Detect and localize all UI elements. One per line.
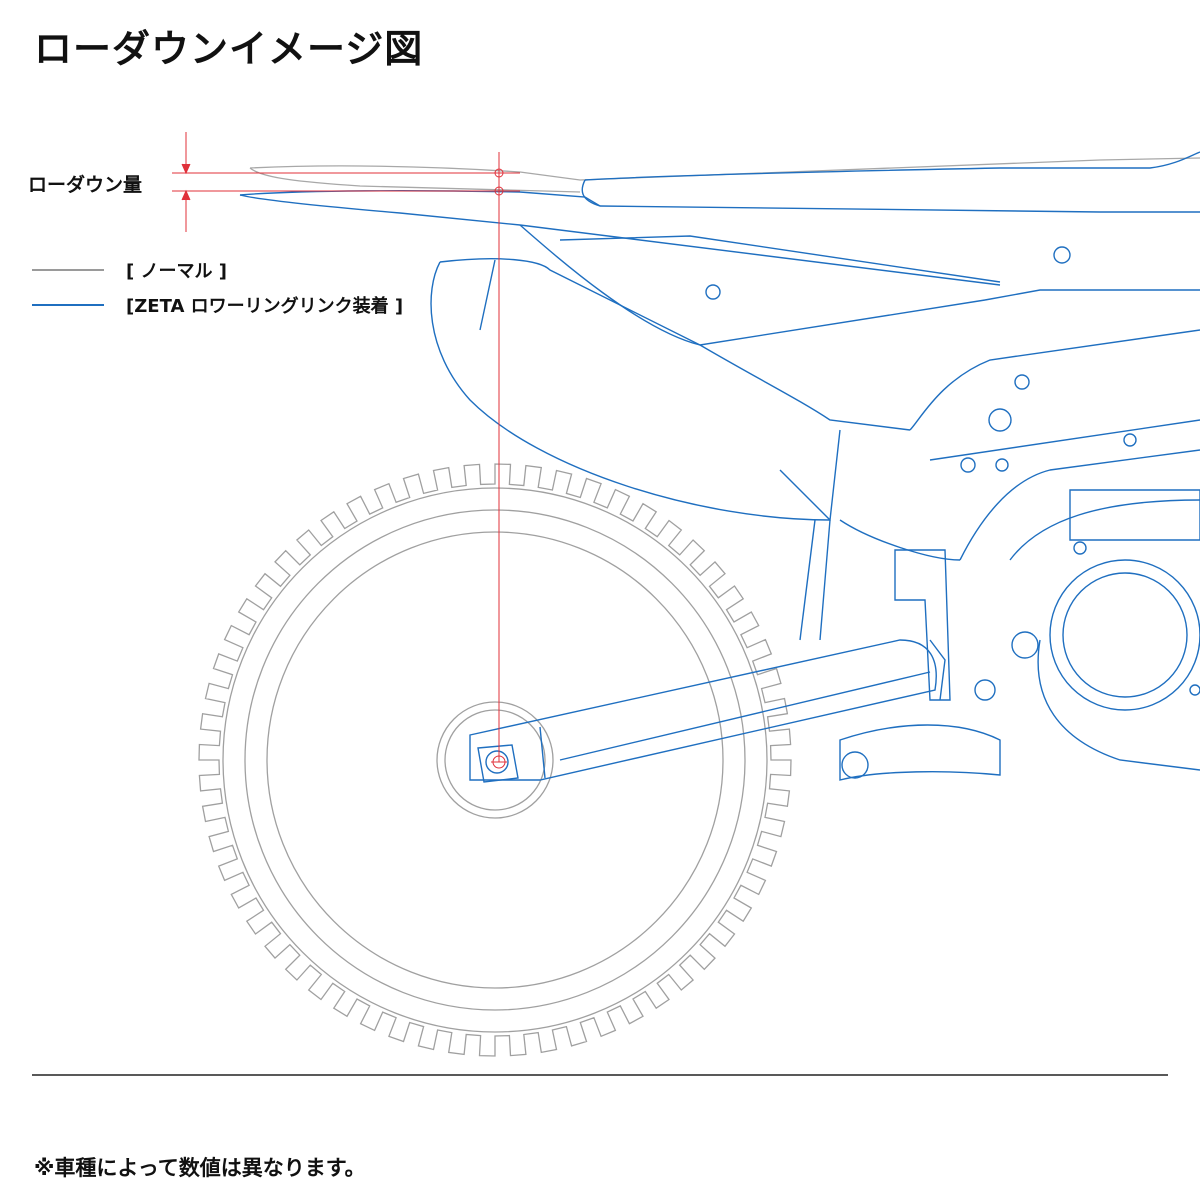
footnote: ※車種によって数値は異なります。: [34, 1156, 366, 1180]
legend-zeta: [ZETA ロワーリングリンク装着 ]: [32, 292, 403, 318]
hub-inner: [444, 709, 546, 811]
lowdown-amount-label: ローダウン量: [28, 174, 143, 196]
legend-normal-swatch: [32, 269, 104, 271]
arrow-head-down: [181, 163, 191, 175]
legend-zeta-swatch: [32, 304, 104, 306]
page-title: ローダウンイメージ図: [34, 27, 424, 71]
zeta-bike-outline: [239, 151, 1200, 783]
lowdown-measurement: [172, 132, 520, 769]
legend-normal: [ ノーマル ]: [32, 257, 227, 283]
tire-tread: [198, 463, 792, 1057]
arrow-head-up: [181, 189, 191, 201]
rim-inner: [266, 531, 724, 989]
legend-normal-label: [ ノーマル ]: [126, 261, 227, 282]
rim-outer: [244, 509, 746, 1011]
normal-seat-point: [494, 168, 504, 178]
hub-outer: [436, 701, 554, 819]
lowered-seat-point: [494, 186, 504, 196]
legend-zeta-label: [ZETA ロワーリングリンク装着 ]: [126, 296, 404, 317]
tire-inner-edge: [222, 487, 768, 1033]
rear-wheel: [198, 463, 792, 1057]
